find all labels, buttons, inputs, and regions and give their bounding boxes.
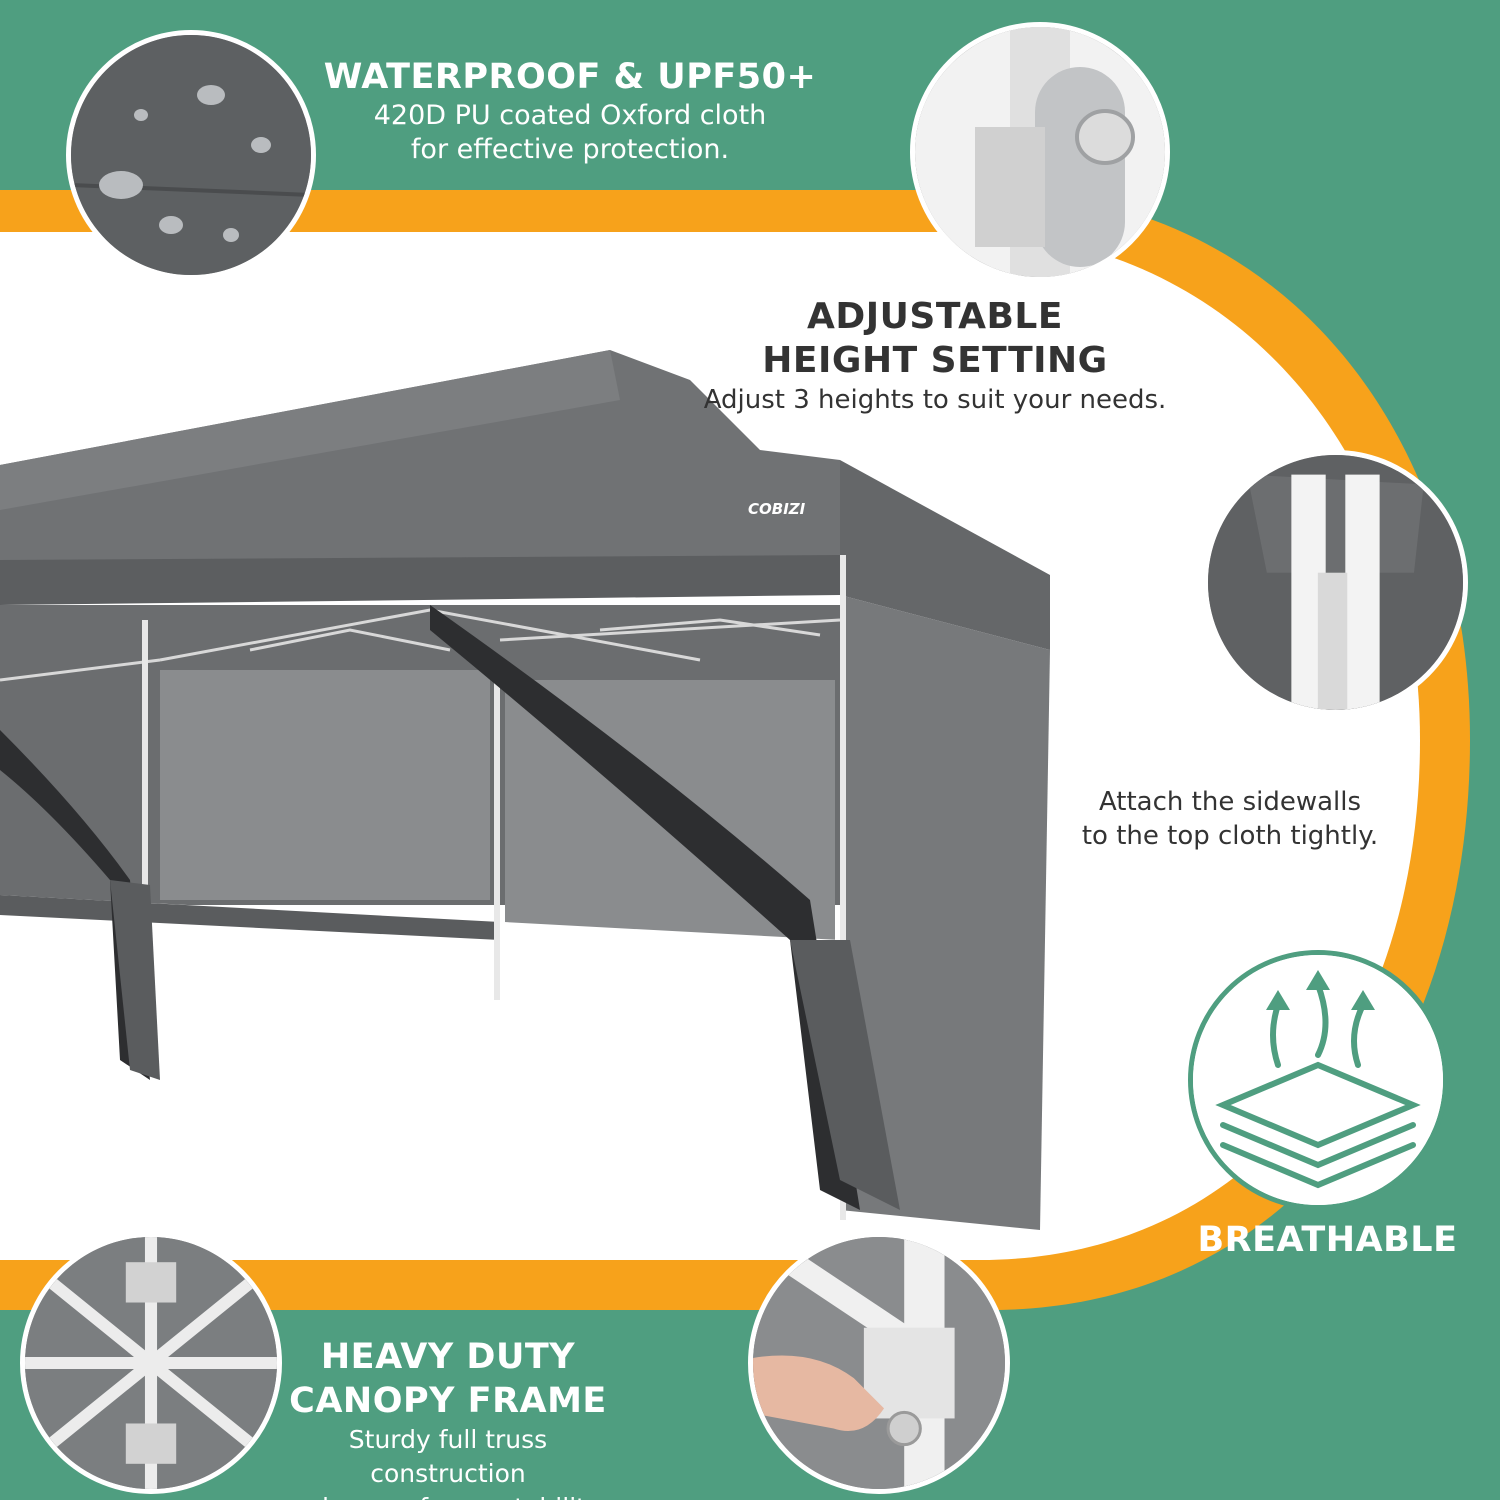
truss-frame-icon [20, 1232, 282, 1494]
waterproof-block: WATERPROOF & UPF50+ 420D PU coated Oxfor… [310, 55, 830, 167]
breathable-title: BREATHABLE [1197, 1220, 1458, 1260]
brand-logo: COBIZI [748, 500, 805, 518]
brand-logo-text: COBIZI [748, 500, 806, 518]
canopy-tent-illustration [0, 350, 1050, 1230]
push-button-icon [748, 1232, 1010, 1494]
frame-title-line2: CANOPY FRAME [289, 1381, 607, 1421]
frame-line1: Sturdy full truss construction [348, 1425, 548, 1488]
sidewalls-block: Attach the sidewalls to the top cloth ti… [1070, 785, 1390, 853]
waterproof-title: WATERPROOF & UPF50+ [323, 57, 817, 97]
sidewalls-line1: Attach the sidewalls [1098, 787, 1362, 817]
velcro-strap-icon [1203, 450, 1468, 715]
height-lock-icon [910, 22, 1170, 282]
waterproof-line1: 420D PU coated Oxford cloth [373, 100, 767, 131]
frame-block: HEAVY DUTY CANOPY FRAME Sturdy full trus… [268, 1335, 628, 1500]
height-title-line2: HEIGHT SETTING [762, 340, 1108, 381]
water-droplets-icon [66, 30, 316, 280]
sidewalls-line2: to the top cloth tightly. [1081, 821, 1379, 851]
waterproof-line2: for effective protection. [410, 134, 730, 165]
frame-line2: enhances frame stability. [268, 1491, 628, 1500]
height-title-line1: ADJUSTABLE [807, 296, 1063, 337]
breathable-layers-icon [1188, 950, 1448, 1210]
height-desc: Adjust 3 heights to suit your needs. [703, 385, 1167, 415]
frame-title-line1: HEAVY DUTY [320, 1337, 576, 1377]
height-block: ADJUSTABLE HEIGHT SETTING Adjust 3 heigh… [700, 295, 1170, 417]
